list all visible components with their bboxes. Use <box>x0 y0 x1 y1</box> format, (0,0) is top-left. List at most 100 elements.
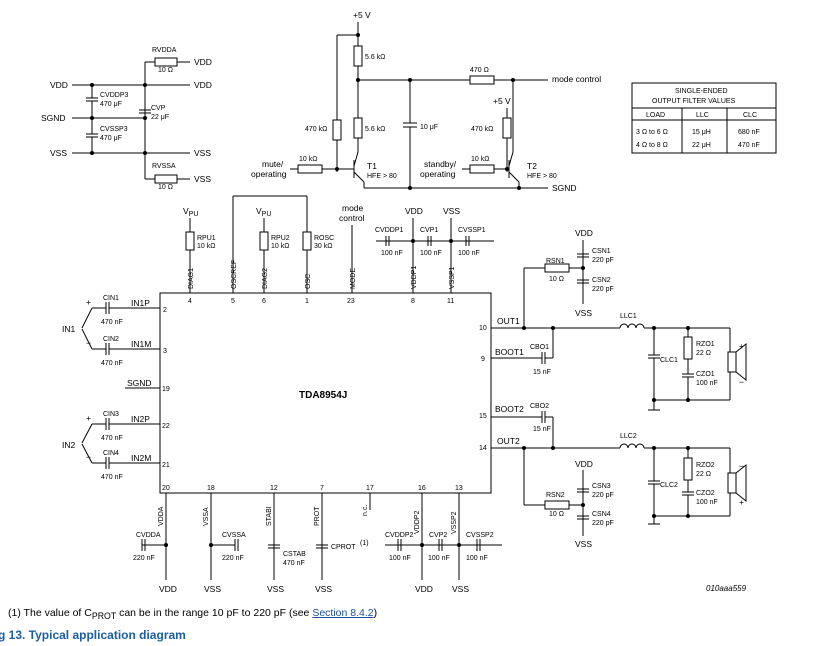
pin-in1p: IN1P <box>131 298 150 308</box>
csn4-label: CSN4 <box>592 511 611 518</box>
pin-num-16: 16 <box>418 485 426 492</box>
cvp-label: CVP <box>151 105 166 112</box>
vpu-label-2: VPU <box>256 206 271 218</box>
t2-hfe: HFE > 80 <box>527 173 557 180</box>
cprot-label: CPROT <box>331 544 356 551</box>
vss-bottom-4: VSS <box>452 584 469 594</box>
cbo1-value: 15 nF <box>533 369 551 376</box>
mute-operating: operating <box>251 169 287 179</box>
rpu2-label: RPU2 <box>271 235 290 242</box>
pin-boot1: BOOT1 <box>495 347 524 357</box>
pin-num-18: 18 <box>207 485 215 492</box>
cvp1-value: 100 nF <box>420 250 442 257</box>
pin-num-21: 21 <box>162 462 170 469</box>
vss-top-chip: VSS <box>443 206 460 216</box>
vdd-label-r1: VDD <box>194 57 212 67</box>
table-cell: 4 Ω to 8 Ω <box>636 142 668 149</box>
rvdda-value: 10 Ω <box>158 67 173 74</box>
pin-num-10: 10 <box>479 325 487 332</box>
c10u-value: 10 μF <box>420 124 438 131</box>
pin-num-23: 23 <box>347 298 355 305</box>
vdd-label-r2: VDD <box>194 80 212 90</box>
cvssp1-value: 100 nF <box>458 250 480 257</box>
pin-out2: OUT2 <box>497 436 520 446</box>
rosc-value: 30 kΩ <box>314 243 332 250</box>
svg-text:standby/operating: standby/operating <box>420 159 457 179</box>
r10ka-value: 10 kΩ <box>299 156 317 163</box>
sgnd-label-top: SGND <box>552 183 577 193</box>
r56a-value: 5.6 kΩ <box>365 54 385 61</box>
cin3-label: CIN3 <box>103 411 119 418</box>
vss-csn2: VSS <box>575 308 592 318</box>
cvssp2-value: 100 nF <box>466 555 488 562</box>
cin2-label: CIN2 <box>103 336 119 343</box>
cstab-label: CSTAB <box>283 551 306 558</box>
footnote-mid: can be in the range 10 pF to 220 pF (see <box>116 607 313 619</box>
t1-hfe: HFE > 80 <box>367 173 397 180</box>
speaker2-plus: + <box>739 497 744 507</box>
vss-label-r1: VSS <box>194 148 211 158</box>
pin-boot2: BOOT2 <box>495 404 524 414</box>
czo1-value: 100 nF <box>696 380 718 387</box>
footnote: (1) The value of CPROT can be in the ran… <box>8 607 377 621</box>
pin-num-7: 7 <box>320 485 324 492</box>
csn1-value: 220 pF <box>592 257 614 264</box>
vdd-label-left: VDD <box>50 80 68 90</box>
cstab-value: 470 nF <box>283 560 305 567</box>
speaker1-plus: + <box>739 341 744 351</box>
rvssa-label: RVSSA <box>152 163 176 170</box>
cbo1-label: CBO1 <box>530 344 549 351</box>
cvssp3-label: CVSSP3 <box>100 126 128 133</box>
pin-num-1: 1 <box>305 298 309 305</box>
rsn2-value: 10 Ω <box>549 511 564 518</box>
filter-table <box>631 82 777 154</box>
vdd-csn1: VDD <box>575 228 593 238</box>
speaker1-minus: − <box>739 377 744 387</box>
pin-vdda: VDDA <box>158 506 165 526</box>
in2-plus: + <box>86 413 91 423</box>
pin-vssp2: VSSP2 <box>451 511 458 534</box>
clc2-label: CLC2 <box>660 482 678 489</box>
in1-label: IN1 <box>62 324 76 334</box>
section-link[interactable]: Section 8.4.2 <box>312 607 374 619</box>
r470-value: 470 Ω <box>470 67 489 74</box>
cvddp3-label: CVDDP3 <box>100 92 129 99</box>
table-cell: 15 μH <box>692 129 711 136</box>
vss-label-left: VSS <box>50 148 67 158</box>
cvdda-value: 220 nF <box>133 555 155 562</box>
pin-num-19: 19 <box>162 386 170 393</box>
in2-minus: − <box>86 452 91 462</box>
filter-table-title-1: SINGLE-ENDED <box>675 88 728 95</box>
rzo1-value: 22 Ω <box>696 350 711 357</box>
standby-label: standby/ <box>424 159 457 169</box>
pin-num-8: 8 <box>411 298 415 305</box>
bottom-pin-wiring <box>141 493 502 580</box>
pin-num-6: 6 <box>262 298 266 305</box>
svg-text:SGND: SGND <box>41 113 66 123</box>
cvssp3-value: 470 μF <box>100 135 122 142</box>
csn2-value: 220 pF <box>592 286 614 293</box>
footnote-prefix: (1) The value of C <box>8 607 92 619</box>
cvssa-value: 220 nF <box>222 555 244 562</box>
vss-bottom-2: VSS <box>267 584 284 594</box>
r56b-value: 5.6 kΩ <box>365 126 385 133</box>
t2-name: T2 <box>527 161 537 171</box>
rsn2-label: RSN2 <box>546 492 565 499</box>
pin-vddp1: VDDP1 <box>411 266 418 289</box>
sgnd-label-left: SGND <box>41 113 66 123</box>
rvdda-label: RVDDA <box>152 47 177 54</box>
cin1-value: 470 nF <box>101 319 123 326</box>
svg-text:VSS: VSS <box>50 148 67 158</box>
rzo2-value: 22 Ω <box>696 471 711 478</box>
supply-decoupling <box>72 57 190 184</box>
rpu2-value: 10 kΩ <box>271 243 289 250</box>
vdd-csn3: VDD <box>575 459 593 469</box>
r470a-value: 470 kΩ <box>305 126 327 133</box>
pin-num-17: 17 <box>366 485 374 492</box>
pin-num-9: 9 <box>481 356 485 363</box>
cvp1-label: CVP1 <box>420 227 438 234</box>
cvddp2-label: CVDDP2 <box>385 532 414 539</box>
pin-oscref: OSCREF <box>231 260 238 289</box>
